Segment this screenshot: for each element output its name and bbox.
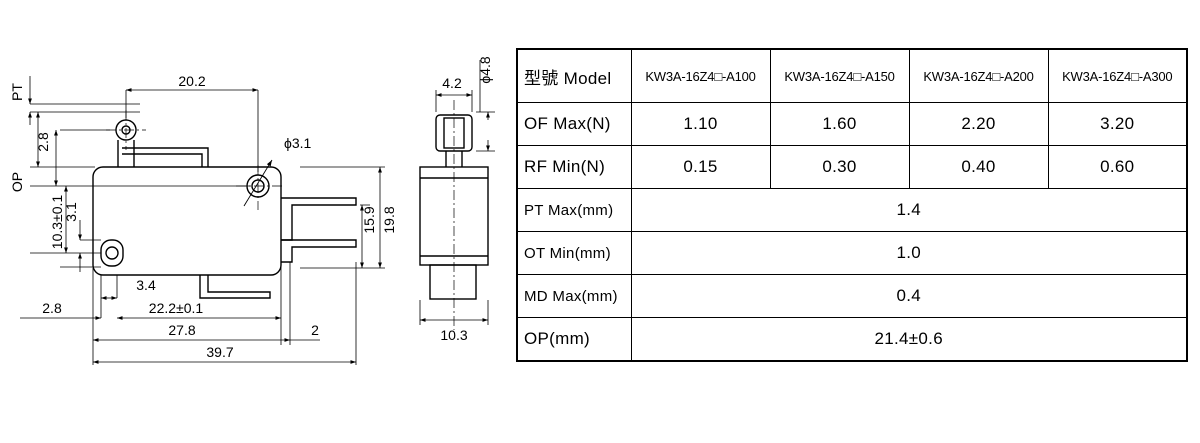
switch-dimension-drawing: PT OP 20.2 2.8 ϕ3.1 10.3±0.1 3.1 3.4 2.8…	[9, 56, 495, 365]
dim-span-39-7: 39.7	[206, 344, 233, 360]
dim-left-2-8: 2.8	[42, 300, 62, 316]
row-label-ot: OT Min(mm)	[516, 231, 632, 275]
dim-span-22-2: 22.2±0.1	[149, 300, 204, 316]
cell-rf-a200: 0.40	[908, 145, 1049, 189]
model-a150: KW3A-16Z4□-A150	[769, 48, 910, 103]
table-row: OT Min(mm) 1.0	[516, 231, 1188, 275]
cell-pt-value: 1.4	[630, 188, 1188, 232]
model-header: 型號 Model	[516, 48, 632, 103]
dim-pt-label: PT	[9, 83, 25, 101]
row-label-rf: RF Min(N)	[516, 145, 632, 189]
dim-terminal-3-4: 3.4	[136, 277, 156, 293]
cell-of-a300: 3.20	[1047, 102, 1188, 146]
cell-rf-a300: 0.60	[1047, 145, 1188, 189]
cell-ot-value: 1.0	[630, 231, 1188, 275]
cell-of-a200: 2.20	[908, 102, 1049, 146]
terminal-upper	[281, 197, 357, 241]
model-a100: KW3A-16Z4□-A100	[630, 48, 771, 103]
cell-of-a150: 1.60	[769, 102, 910, 146]
dim-height-10-3: 10.3±0.1	[49, 195, 65, 250]
dim-hole-diameter: ϕ3.1	[284, 135, 312, 151]
cell-rf-a150: 0.30	[769, 145, 910, 189]
table-row: OP(mm) 21.4±0.6	[516, 317, 1188, 362]
row-label-of: OF Max(N)	[516, 102, 632, 146]
cell-md-value: 0.4	[630, 274, 1188, 318]
dim-side-4-2: 4.2	[442, 75, 462, 91]
dim-span-2: 2	[311, 322, 319, 338]
dim-top-width: 20.2	[178, 73, 205, 89]
model-a300: KW3A-16Z4□-A300	[1047, 48, 1188, 103]
lever-arm	[122, 147, 209, 167]
table-header-row: 型號 Model KW3A-16Z4□-A100 KW3A-16Z4□-A150…	[516, 48, 1188, 103]
side-view	[419, 114, 489, 300]
cell-op-value: 21.4±0.6	[630, 317, 1188, 362]
table-row: OF Max(N) 1.10 1.60 2.20 3.20	[516, 102, 1188, 146]
dim-height-3-1: 3.1	[63, 202, 79, 222]
row-label-op: OP(mm)	[516, 317, 632, 362]
switch-body	[92, 166, 282, 276]
dim-roller-offset: 2.8	[35, 132, 51, 152]
dim-side-width: 10.3	[440, 327, 467, 343]
table-row: MD Max(mm) 0.4	[516, 274, 1188, 318]
spec-table: 型號 Model KW3A-16Z4□-A100 KW3A-16Z4□-A150…	[516, 48, 1188, 362]
dim-height-15-9: 15.9	[361, 206, 377, 233]
dim-op-label: OP	[9, 172, 25, 192]
row-label-md: MD Max(mm)	[516, 274, 632, 318]
table-row: RF Min(N) 0.15 0.30 0.40 0.60	[516, 145, 1188, 189]
table-row: PT Max(mm) 1.4	[516, 188, 1188, 232]
row-label-pt: PT Max(mm)	[516, 188, 632, 232]
model-a200: KW3A-16Z4□-A200	[908, 48, 1049, 103]
mounting-hole-bottom	[100, 239, 124, 267]
cell-of-a100: 1.10	[630, 102, 771, 146]
side-roller	[435, 114, 473, 152]
terminal-lower	[281, 239, 357, 263]
dim-span-27-8: 27.8	[168, 322, 195, 338]
cell-rf-a100: 0.15	[630, 145, 771, 189]
dim-height-19-8: 19.8	[381, 206, 397, 233]
dim-side-diameter: ϕ4.8	[477, 56, 493, 84]
terminal-bottom	[199, 275, 271, 299]
front-view	[92, 119, 357, 299]
